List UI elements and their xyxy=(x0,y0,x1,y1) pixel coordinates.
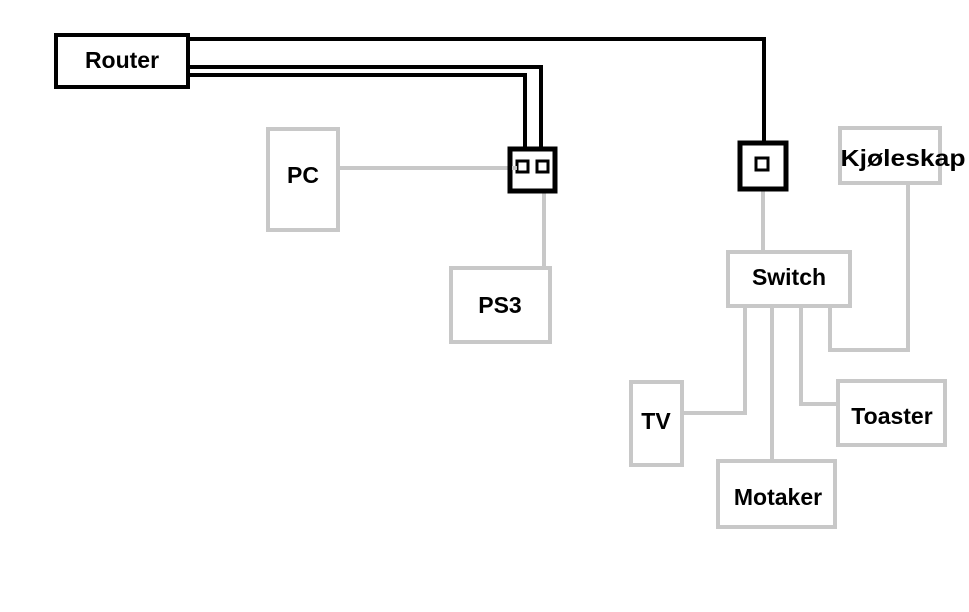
tv-box: TV xyxy=(629,380,684,467)
single-wall-socket xyxy=(737,140,789,192)
router-to-double-socket-cable-b xyxy=(188,73,527,158)
switch-to-toaster-cable xyxy=(799,306,838,406)
router-cables xyxy=(188,37,766,158)
pc-box: PC xyxy=(266,127,340,232)
router-to-double-socket-cable-a xyxy=(188,65,543,158)
router-to-socket-right-cable xyxy=(188,37,766,150)
kjoleskap-box: Kjøleskap xyxy=(838,126,966,185)
motaker-label: Motaker xyxy=(734,484,822,510)
device-cables xyxy=(338,166,910,461)
switch-box: Switch xyxy=(726,250,852,308)
toaster-label: Toaster xyxy=(851,403,932,429)
switch-to-tv-cable xyxy=(682,306,747,415)
switch-label: Switch xyxy=(752,264,826,290)
tv-label: TV xyxy=(641,408,671,434)
kjoleskap-label: Kjøleskap xyxy=(841,145,966,171)
router-box: Router xyxy=(54,33,190,89)
motaker-box: Motaker xyxy=(716,459,837,529)
double-wall-socket xyxy=(507,146,558,194)
router-label: Router xyxy=(85,47,159,73)
ps3-label: PS3 xyxy=(478,292,521,318)
ps3-box: PS3 xyxy=(449,266,552,344)
pc-label: PC xyxy=(287,162,319,188)
switch-to-kjoleskap-cable xyxy=(828,183,910,352)
toaster-box: Toaster xyxy=(836,379,947,447)
